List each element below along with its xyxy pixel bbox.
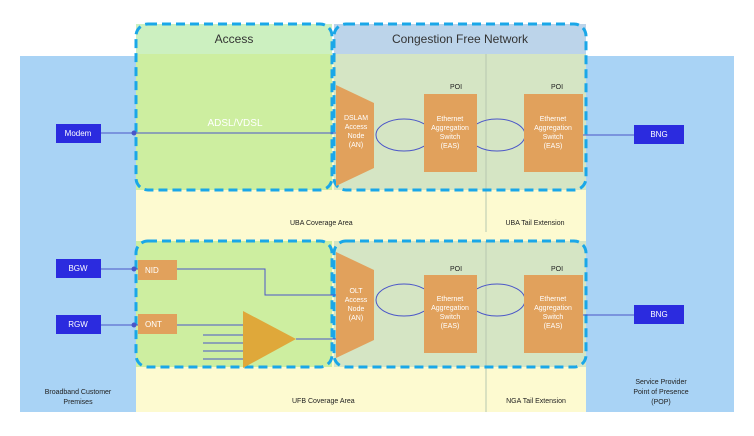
poi-label-top-1: POI [450,84,462,91]
poi-label-top-2: POI [551,84,563,91]
bng-box-bottom [634,305,684,324]
bng-box-top [634,125,684,144]
nid-box [138,260,177,280]
olt-node-shape [336,252,374,358]
eas-top-2-line-4: (EAS) [544,143,563,150]
bng-label-top: BNG [650,130,667,139]
access-header-label: Access [215,32,254,46]
poi-label-bottom-1: POI [450,266,462,273]
adsl-vdsl-label: ADSL/VDSL [207,118,262,129]
eas-bottom-2-line-1: Ethernet [540,296,567,303]
eas-bottom-2-line-4: (EAS) [544,323,563,330]
eas-top-1-line-2: Aggregation [431,125,469,132]
eas-top-1-line-4: (EAS) [441,143,460,150]
eas-bottom-2-line-2: Aggregation [534,305,572,312]
modem-link-dot [131,130,137,136]
customer-premises-region [20,56,136,412]
dslam-node-shape [336,85,374,186]
cfn-dashed-box-bottom [332,239,588,369]
cfn-header-fill [334,24,586,54]
nid-olt-link [177,268,336,296]
access-dashed-box-bottom [134,239,334,369]
bgw-label: BGW [68,264,88,273]
cfn-dashed-box-top [332,22,588,192]
dslam-label-line-2: Access [345,124,368,131]
bgw-link-dot [131,266,137,272]
eas-bottom-2-line-3: Switch [543,314,564,321]
cfn-header-label: Congestion Free Network [392,32,529,46]
access-fill-bottom [136,241,332,367]
nga-tail-label: NGA Tail Extension [506,398,566,405]
olt-label-line-4: (AN) [349,315,363,322]
uba-tail-label: UBA Tail Extension [505,220,564,227]
customer-premises-label-line-1: Broadband Customer [45,389,112,396]
access-fill-top [136,54,332,190]
dslam-label-line-1: DSLAM [344,115,368,122]
pop-label-line-3: (POP) [651,399,670,406]
eas-top-2-line-3: Switch [543,134,564,141]
olt-label-line-2: Access [345,297,368,304]
eas-bottom-1-line-2: Aggregation [431,305,469,312]
rgw-label: RGW [68,320,88,329]
eas-bottom-1-line-4: (EAS) [441,323,460,330]
eas-box-bottom-1 [424,275,477,353]
eas-box-bottom-2 [524,275,583,353]
bgw-box [56,259,101,278]
eas-box-top-2 [524,94,583,172]
customer-premises-label-line-2: Premises [63,399,93,406]
dslam-label-line-3: Node [348,133,365,140]
dslam-label-line-4: (AN) [349,142,363,149]
eas-bottom-1-line-1: Ethernet [437,296,464,303]
ont-label: ONT [145,320,162,329]
pop-label-line-2: Point of Presence [633,389,688,396]
access-header-fill [136,24,332,54]
uba-coverage-label: UBA Coverage Area [290,220,353,227]
modem-label: Modem [65,129,92,138]
bng-label-bottom: BNG [650,310,667,319]
nid-label: NID [145,266,159,275]
ufb-coverage-label: UFB Coverage Area [292,398,355,405]
eas-top-1-line-1: Ethernet [437,116,464,123]
eas-box-top-1 [424,94,477,172]
olt-label-line-3: Node [348,306,365,313]
rgw-box [56,315,101,334]
poi-label-bottom-2: POI [551,266,563,273]
ont-box [138,314,177,334]
pop-label-line-1: Service Provider [635,379,687,386]
modem-box [56,124,101,143]
olt-label-line-1: OLT [349,288,363,295]
eas-bottom-1-line-3: Switch [440,314,461,321]
eas-top-2-line-2: Aggregation [534,125,572,132]
splitter-triangle [243,311,296,368]
eas-top-1-line-3: Switch [440,134,461,141]
eas-top-2-line-1: Ethernet [540,116,567,123]
rgw-link-dot [131,322,137,328]
pop-region [586,56,734,412]
access-dashed-box-top [134,22,334,192]
